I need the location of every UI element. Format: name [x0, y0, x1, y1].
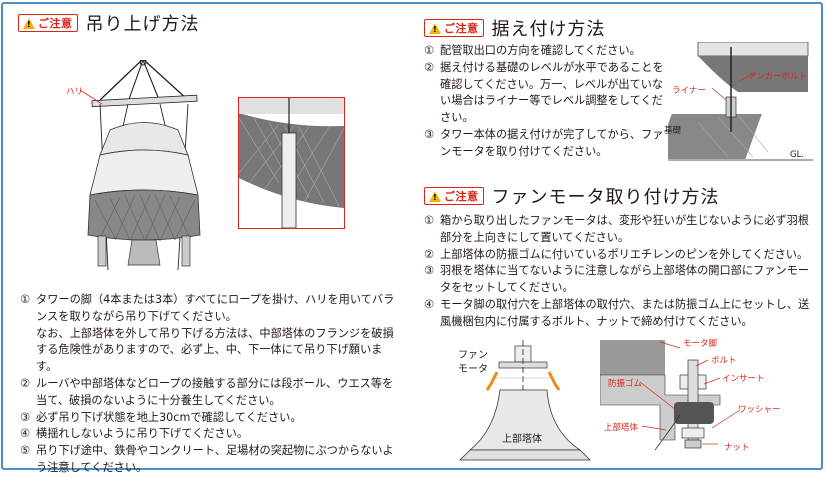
liner-label: ライナー: [672, 86, 706, 96]
nut-label: ナット: [724, 443, 750, 453]
caution-badge: !ご注意: [424, 187, 484, 205]
detail-zoom-box: [238, 97, 345, 229]
fan-motor-section: !ご注意 ファンモータ取り付け方法: [424, 183, 814, 209]
fan-motor-header: !ご注意 ファンモータ取り付け方法: [424, 183, 814, 209]
bolt-label: ボルト: [711, 356, 737, 366]
insert-label: インサート: [722, 374, 765, 384]
caution-badge: !ご注意: [424, 19, 484, 37]
washer-label: ワッシャー: [738, 405, 781, 415]
foundation-label: 基礎: [664, 126, 682, 136]
caution-badge-label: ご注意: [444, 22, 479, 35]
motor-label: モータ: [458, 364, 488, 375]
motor-leg-label: モータ脚: [683, 339, 718, 349]
anchor-bolt-label: アンカーボルト: [748, 72, 808, 82]
fan-motor-title: ファンモータ取り付け方法: [491, 187, 720, 208]
installation-illustration: [668, 42, 813, 161]
caution-badge-label: ご注意: [38, 17, 73, 30]
installation-title: 据え付け方法: [491, 19, 606, 40]
fan-label: ファン: [458, 350, 488, 361]
warning-icon: !: [429, 190, 441, 202]
installation-header: !ご注意 据え付け方法: [424, 15, 814, 41]
fan-motor-illustration: [459, 340, 591, 461]
bolt-detail-illustration: [600, 340, 741, 451]
upper-tower-small-label: 上部塔体: [604, 423, 639, 433]
lifting-illustration: [79, 60, 201, 271]
lifting-section: !ご注意 吊り上げ方法: [18, 10, 403, 36]
installation-section: !ご注意 据え付け方法: [424, 15, 814, 41]
gl-label: GL.: [790, 150, 805, 160]
caution-badge-label: ご注意: [444, 190, 479, 203]
lifting-header: !ご注意 吊り上げ方法: [18, 10, 403, 36]
hari-label: ハリ: [66, 87, 84, 97]
rubber-label: 防振ゴム: [608, 379, 643, 389]
lifting-title: 吊り上げ方法: [85, 14, 200, 35]
caution-badge: !ご注意: [18, 14, 78, 32]
upper-tower-label: 上部塔体: [502, 434, 542, 445]
warning-icon: !: [23, 17, 35, 29]
warning-icon: !: [429, 22, 441, 34]
detail-zoom-illustration: [239, 98, 344, 228]
